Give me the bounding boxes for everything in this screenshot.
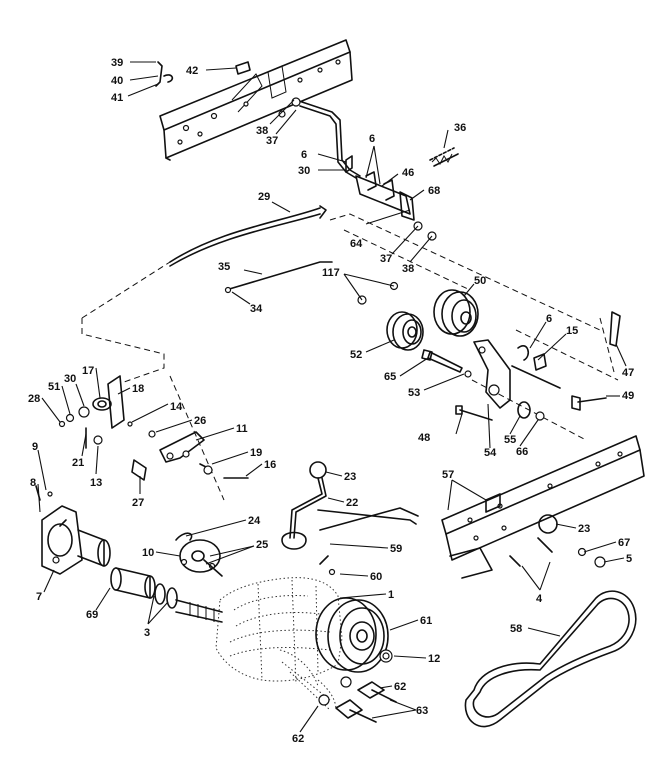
callout-57: 57 <box>442 469 454 481</box>
callout-55: 55 <box>504 434 516 446</box>
callout-38: 38 <box>402 263 414 275</box>
callout-6: 6 <box>301 149 307 161</box>
callout-28: 28 <box>28 393 40 405</box>
callout-54: 54 <box>484 447 497 459</box>
callout-49: 49 <box>622 390 634 402</box>
callout-47: 47 <box>622 367 634 379</box>
callout-38: 38 <box>256 125 268 137</box>
callout-13: 13 <box>90 477 102 489</box>
leader-lines <box>37 61 627 733</box>
callout-23: 23 <box>344 471 356 483</box>
pulley-50 <box>433 289 479 337</box>
callout-16: 16 <box>264 459 276 471</box>
callout-60: 60 <box>370 571 382 583</box>
drive-pulley-61 <box>315 597 393 673</box>
callout-26: 26 <box>194 415 206 427</box>
callout-48: 48 <box>418 432 430 444</box>
callout-29: 29 <box>258 191 270 203</box>
callout-34: 34 <box>250 303 263 315</box>
callout-24: 24 <box>248 515 261 527</box>
callout-37: 37 <box>266 135 278 147</box>
callout-21: 21 <box>72 457 84 469</box>
callout-69: 69 <box>86 609 98 621</box>
callout-11: 11 <box>236 423 248 435</box>
callout-6: 6 <box>546 313 552 325</box>
callout-66: 66 <box>516 446 528 458</box>
callout-39: 39 <box>111 57 123 69</box>
callout-8: 8 <box>30 477 36 489</box>
callout-117: 117 <box>322 267 340 279</box>
callout-25: 25 <box>256 539 268 551</box>
callout-59: 59 <box>390 543 402 555</box>
callout-61: 61 <box>420 615 432 627</box>
callout-18: 18 <box>132 383 144 395</box>
upper-frame-rail <box>159 39 353 161</box>
callout-labels: 39 40 41 42 38 37 6 6 30 36 46 68 29 64 … <box>28 57 634 745</box>
callout-62: 62 <box>292 733 304 745</box>
callout-27: 27 <box>132 497 144 509</box>
callout-15: 15 <box>566 325 578 337</box>
callout-22: 22 <box>346 497 358 509</box>
callout-63: 63 <box>416 705 428 717</box>
callout-52: 52 <box>350 349 362 361</box>
clip-parts-39-42 <box>155 61 251 87</box>
drive-belt <box>464 590 637 728</box>
callout-53: 53 <box>408 387 420 399</box>
callout-51: 51 <box>48 381 60 393</box>
callout-7: 7 <box>36 591 42 603</box>
callout-19: 19 <box>250 447 262 459</box>
axle-bracket <box>35 485 83 575</box>
callout-14: 14 <box>170 401 183 413</box>
transmission-housing <box>215 577 343 711</box>
axle-shaft <box>77 529 223 623</box>
bottom-bolts <box>318 676 397 723</box>
callout-1: 1 <box>388 589 394 601</box>
guide-lines <box>81 229 619 501</box>
callout-37: 37 <box>380 253 392 265</box>
callout-4: 4 <box>536 593 543 605</box>
callout-68: 68 <box>428 185 440 197</box>
callout-12: 12 <box>428 653 440 665</box>
callout-46: 46 <box>402 167 414 179</box>
callout-67: 67 <box>618 537 630 549</box>
callout-40: 40 <box>111 75 123 87</box>
lower-frame-rail <box>441 435 645 579</box>
callout-42: 42 <box>186 65 198 77</box>
callout-30: 30 <box>298 165 310 177</box>
callout-65: 65 <box>384 371 396 383</box>
callout-30: 30 <box>64 373 76 385</box>
callout-17: 17 <box>82 365 94 377</box>
callout-5: 5 <box>626 553 632 565</box>
callout-3: 3 <box>144 627 150 639</box>
callout-6: 6 <box>369 133 375 145</box>
callout-10: 10 <box>142 547 154 559</box>
cable-and-rods <box>169 205 601 331</box>
callout-9: 9 <box>32 441 38 453</box>
pulley-52 <box>386 311 424 351</box>
callout-23: 23 <box>578 523 590 535</box>
shift-lever <box>281 461 419 576</box>
bolts-right <box>421 311 621 421</box>
callout-50: 50 <box>474 275 486 287</box>
callout-36: 36 <box>454 122 466 134</box>
left-linkage <box>58 375 249 481</box>
callout-64: 64 <box>350 238 363 250</box>
idler-bracket <box>473 339 561 409</box>
callout-62: 62 <box>394 681 406 693</box>
callout-35: 35 <box>218 261 230 273</box>
callout-58: 58 <box>510 623 522 635</box>
callout-41: 41 <box>111 92 123 104</box>
